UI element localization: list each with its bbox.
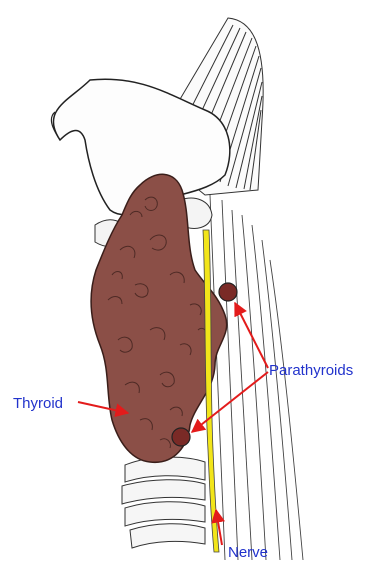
nerve-label: Nerve <box>228 545 268 560</box>
parathyroid-lower <box>172 428 190 446</box>
tracheal-rings <box>122 457 205 548</box>
thyroid-label: Thyroid <box>13 396 63 411</box>
parathyroids-label: Parathyroids <box>269 363 353 378</box>
parathyroid-upper <box>219 283 237 301</box>
